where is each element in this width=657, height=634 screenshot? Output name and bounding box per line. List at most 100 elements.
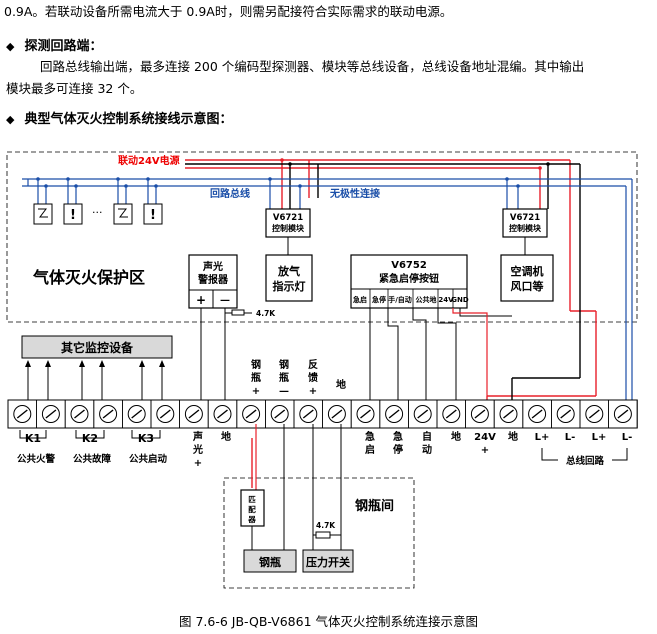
matcher-box bbox=[240, 489, 265, 527]
terminal-cell bbox=[608, 399, 638, 429]
svg-text:!: ! bbox=[70, 208, 76, 223]
svg-text:手/自动: 手/自动 bbox=[388, 295, 412, 304]
arrow-up-icon bbox=[25, 360, 165, 367]
screw-slot bbox=[16, 409, 28, 419]
svg-text:V6752: V6752 bbox=[391, 260, 427, 271]
svg-text:声光: 声光 bbox=[202, 260, 223, 273]
screw-slot bbox=[417, 409, 429, 419]
svg-text:馈: 馈 bbox=[307, 371, 318, 384]
svg-text:放气: 放气 bbox=[277, 264, 300, 278]
svg-text:钢瓶: 钢瓶 bbox=[259, 555, 281, 569]
terminal-block bbox=[7, 399, 638, 429]
cylinder-box bbox=[243, 549, 297, 573]
section-heading-loop: ◆探测回路端： bbox=[6, 39, 103, 54]
svg-text:地: 地 bbox=[451, 430, 461, 443]
pressure-switch-box bbox=[302, 549, 354, 573]
loop-bus-lines bbox=[22, 178, 633, 404]
svg-text:地: 地 bbox=[221, 430, 231, 443]
svg-text:自: 自 bbox=[422, 430, 432, 443]
screw-slot bbox=[445, 409, 457, 419]
svg-text:GND: GND bbox=[451, 296, 469, 304]
screw-slot bbox=[188, 409, 200, 419]
control-module-right bbox=[502, 208, 548, 238]
bus-loop-label: 总线回路 bbox=[566, 455, 605, 467]
screw-slot bbox=[388, 409, 400, 419]
resistor-label-2: 4.7K bbox=[316, 521, 336, 530]
svg-text:L-: L- bbox=[565, 432, 576, 443]
svg-text:瓶: 瓶 bbox=[279, 371, 289, 384]
arrow-lines bbox=[27, 366, 163, 400]
cylinder-room-outline bbox=[223, 477, 415, 589]
screw-slot bbox=[560, 409, 572, 419]
module-id: V6721 bbox=[510, 213, 540, 223]
detector-devices bbox=[33, 203, 163, 225]
screw-slot bbox=[245, 409, 257, 419]
svg-text:钢: 钢 bbox=[279, 358, 289, 371]
svg-text:启: 启 bbox=[365, 443, 375, 456]
svg-text:+: + bbox=[309, 386, 317, 397]
screw-slot bbox=[331, 409, 343, 419]
svg-text:指示灯: 指示灯 bbox=[273, 279, 306, 293]
svg-text:急停: 急停 bbox=[372, 295, 386, 304]
svg-text:警报器: 警报器 bbox=[197, 273, 229, 286]
alarm-minus: — bbox=[220, 295, 230, 306]
relay-k1: K1 bbox=[25, 432, 41, 445]
screw-slot bbox=[274, 409, 286, 419]
loop-bus-label: 回路总线 bbox=[210, 187, 250, 200]
svg-text:24V: 24V bbox=[438, 296, 454, 304]
svg-text:急: 急 bbox=[393, 430, 403, 443]
screw-slot bbox=[131, 409, 143, 419]
svg-text:声: 声 bbox=[192, 430, 203, 443]
svg-text:公共地: 公共地 bbox=[416, 295, 437, 304]
svg-text:L+: L+ bbox=[592, 432, 607, 443]
screw-slot bbox=[617, 409, 629, 419]
screw-slot bbox=[302, 409, 314, 419]
svg-text:停: 停 bbox=[393, 443, 403, 456]
figure-caption: 图 7.6-6 JB-QB-V6861 气体灭火控制系统连接示意图 bbox=[178, 614, 479, 629]
control-module-left bbox=[265, 208, 311, 238]
svg-text:急: 急 bbox=[365, 430, 375, 443]
screw-slot bbox=[159, 409, 171, 419]
protection-zone-outline bbox=[6, 151, 638, 323]
cylinder-room-label: 钢瓶间 bbox=[355, 498, 394, 514]
manual-call-point-icon bbox=[63, 203, 83, 225]
detector-smoke-icon bbox=[113, 203, 133, 225]
non-polar-label: 无极性连接 bbox=[329, 187, 380, 200]
svg-text:压力开关: 压力开关 bbox=[306, 555, 350, 569]
ellipsis-dots: ··· bbox=[92, 206, 103, 219]
power-lines bbox=[185, 159, 597, 488]
svg-text:光: 光 bbox=[192, 443, 203, 456]
section-heading-diagram: ◆典型气体灭火控制系统接线示意图： bbox=[6, 112, 233, 127]
release-indicator-lamp bbox=[265, 254, 313, 302]
svg-text:!: ! bbox=[150, 208, 156, 223]
svg-text:+: + bbox=[252, 386, 260, 397]
svg-text:匹: 匹 bbox=[248, 495, 256, 504]
other-monitoring-equipment bbox=[21, 335, 173, 359]
svg-text:—: — bbox=[279, 386, 289, 397]
svg-text:+: + bbox=[194, 458, 202, 469]
lower-terminal-labels: 声 光 + 地 急 启 急 停 自 动 地 24V + 地 L+ L- L+ L… bbox=[192, 430, 632, 469]
relay-k2: K2 bbox=[82, 432, 98, 445]
svg-text:L+: L+ bbox=[535, 432, 550, 443]
svg-text:L-: L- bbox=[622, 432, 633, 443]
module-id: V6721 bbox=[273, 213, 303, 223]
svg-text:动: 动 bbox=[422, 443, 432, 456]
alarm-plus: + bbox=[196, 293, 206, 307]
diamond-bullet-icon: ◆ bbox=[6, 113, 15, 126]
screw-slot bbox=[45, 409, 57, 419]
detector-smoke-icon bbox=[33, 203, 53, 225]
power-label: 联动24V电源 bbox=[118, 154, 180, 167]
screw-slot bbox=[503, 409, 514, 419]
svg-text:空调机: 空调机 bbox=[511, 264, 544, 278]
svg-text:紧急启停按钮: 紧急启停按钮 bbox=[379, 272, 439, 285]
svg-text:地: 地 bbox=[336, 378, 346, 391]
para-line-3: 模块最多可连接 32 个。 bbox=[6, 81, 143, 96]
svg-text:风口等: 风口等 bbox=[511, 279, 544, 293]
svg-text:公共启动: 公共启动 bbox=[129, 453, 168, 465]
power-dots bbox=[280, 158, 550, 170]
svg-text:器: 器 bbox=[247, 515, 256, 524]
upper-terminal-labels: 钢 瓶 + 钢 瓶 — 反 馈 + 地 bbox=[251, 358, 346, 397]
para-line-2: 回路总线输出端，最多连接 200 个编码型探测器、模块等总线设备，总线设备地址混… bbox=[40, 59, 585, 74]
module-name: 控制模块 bbox=[272, 223, 305, 233]
wiring-diagram: 联动24V电源 bbox=[6, 151, 638, 589]
